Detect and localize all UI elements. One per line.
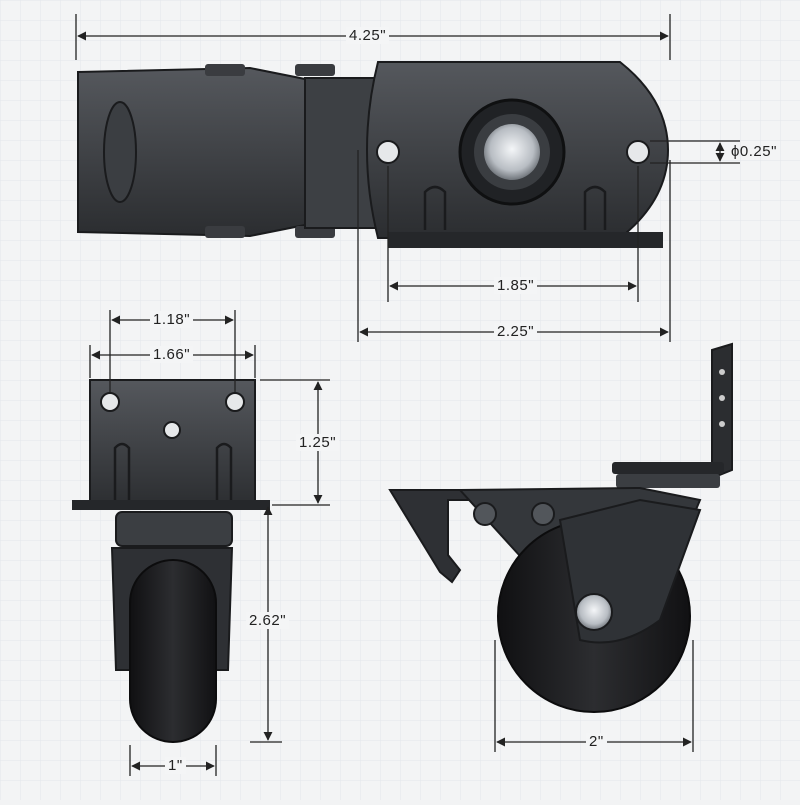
front-view [72, 379, 270, 743]
side-swivel-ring-top [612, 462, 724, 474]
pedal-rivet-bottom-left [205, 226, 245, 238]
plate-rib-left [423, 185, 447, 230]
front-plate-flange [72, 500, 270, 510]
label-overall-length: 4.25" [346, 27, 390, 44]
bolt-hole-left [376, 140, 400, 164]
side-wheel-hub [575, 593, 613, 631]
pedal-rivet-top-right [295, 64, 335, 76]
side-swivel-ring-bottom [616, 474, 720, 488]
side-plate-hole-3 [719, 421, 725, 427]
front-bolt-hole-left [100, 392, 120, 412]
side-rivet-right [531, 502, 555, 526]
top-view [77, 61, 670, 248]
side-mounting-plate [711, 342, 733, 480]
label-wheel-diameter: 2" [586, 733, 607, 750]
mounting-plate-edge [388, 232, 663, 248]
swivel-bearing-center [484, 124, 540, 180]
label-plate-width: 1.66" [150, 346, 194, 363]
pedal-grip-slot [103, 101, 137, 203]
front-wheel [129, 559, 217, 743]
pedal-rivet-top-left [205, 64, 245, 76]
front-rib-right [215, 442, 233, 500]
bolt-hole-right [626, 140, 650, 164]
label-wheel-width: 1" [165, 757, 186, 774]
label-bolt-hole-diameter: ϕ0.25" [731, 143, 777, 160]
label-plate-height: 1.25" [296, 434, 340, 451]
side-plate-hole-2 [719, 395, 725, 401]
plate-rib-right [583, 185, 607, 230]
front-bolt-hole-right [225, 392, 245, 412]
side-plate-hole-1 [719, 369, 725, 375]
side-view [388, 342, 733, 713]
label-hole-spacing-length: 1.85" [494, 277, 538, 294]
front-rib-left [113, 442, 131, 500]
label-total-height: 2.62" [246, 612, 290, 629]
label-plate-length: 2.25" [494, 323, 538, 340]
label-hole-spacing-width: 1.18" [150, 311, 194, 328]
front-swivel-housing [115, 511, 233, 547]
front-center-hole [163, 421, 181, 439]
side-rivet-left [473, 502, 497, 526]
